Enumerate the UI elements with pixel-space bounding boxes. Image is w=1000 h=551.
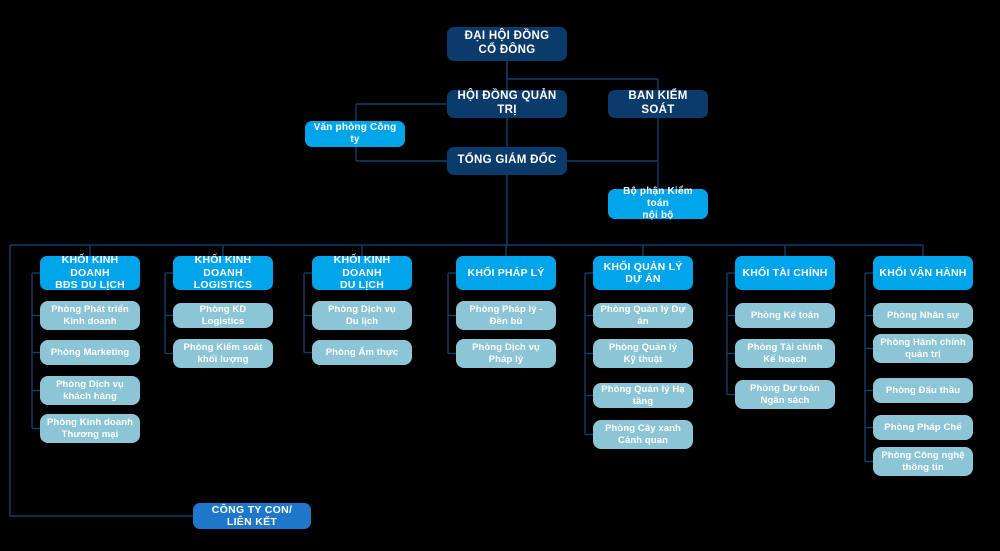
department-logistics-0-label: Phòng KD Logistics (199, 304, 247, 327)
department-van-hanh-3-label: Phòng Pháp Chế (884, 421, 962, 433)
department-quan-ly-du-an-0[interactable]: Phòng Quản lý Dự án (593, 303, 693, 328)
node-cong-ty-con-lien-ket-label: CÔNG TY CON/ LIÊN KẾT (211, 503, 293, 528)
division-header-phap-ly[interactable]: KHỐI PHÁP LÝ (456, 256, 556, 290)
department-van-hanh-4-label: Phòng Công nghệ thông tin (881, 450, 965, 473)
department-van-hanh-2-label: Phòng Đấu thầu (885, 384, 961, 396)
node-dai-hoi-dong-co-dong[interactable]: ĐẠI HỘI ĐỒNG CỔ ĐÔNG (447, 27, 567, 61)
department-quan-ly-du-an-2-label: Phòng Quản lý Hạ tầng (601, 384, 685, 407)
department-tai-chinh-0-label: Phòng Kế toán (750, 309, 820, 321)
department-phap-ly-0-label: Phòng Pháp lý - Đền bù (469, 304, 543, 327)
department-bds-du-lich-0-label: Phòng Phát triển Kinh doanh (51, 304, 129, 327)
department-bds-du-lich-1-label: Phòng Marketing (50, 346, 130, 358)
node-van-phong-cong-ty[interactable]: Văn phòng Công ty (305, 121, 405, 147)
node-tong-giam-doc[interactable]: TỔNG GIÁM ĐỐC (447, 147, 567, 175)
node-bo-phan-kiem-toan-noi-bo-label: Bộ phận Kiểm toán nội bộ (623, 186, 693, 221)
department-bds-du-lich-0[interactable]: Phòng Phát triển Kinh doanh (40, 301, 140, 330)
department-quan-ly-du-an-1-label: Phòng Quản lý Kỹ thuật (608, 342, 678, 365)
department-du-lich-0-label: Phòng Dịch vụ Du lịch (328, 304, 396, 327)
division-header-du-lich[interactable]: KHỐI KINH DOANH DU LỊCH (312, 254, 412, 292)
department-du-lich-0[interactable]: Phòng Dịch vụ Du lịch (312, 301, 412, 330)
node-hoi-dong-quan-tri-label: HỘI ĐỒNG QUẢN TRỊ (457, 90, 557, 116)
department-van-hanh-0-label: Phòng Nhân sự (886, 309, 960, 321)
department-logistics-0[interactable]: Phòng KD Logistics (173, 303, 273, 328)
department-logistics-1[interactable]: Phòng Kiểm soát khối lượng (173, 339, 273, 368)
node-ban-kiem-soat[interactable]: BAN KIỂM SOÁT (608, 90, 708, 118)
department-bds-du-lich-1[interactable]: Phòng Marketing (40, 340, 140, 365)
node-dai-hoi-dong-co-dong-label: ĐẠI HỘI ĐỒNG CỔ ĐÔNG (464, 30, 550, 56)
department-van-hanh-1[interactable]: Phòng Hành chính quản trị (873, 334, 973, 363)
department-van-hanh-2[interactable]: Phòng Đấu thầu (873, 378, 973, 403)
department-phap-ly-1-label: Phòng Dịch vụ Pháp lý (472, 342, 540, 365)
node-van-phong-cong-ty-label: Văn phòng Công ty (313, 122, 397, 145)
division-header-du-lich-label: KHỐI KINH DOANH DU LỊCH (333, 254, 391, 292)
department-tai-chinh-2[interactable]: Phòng Dự toán Ngân sách (735, 380, 835, 409)
node-bo-phan-kiem-toan-noi-bo[interactable]: Bộ phận Kiểm toán nội bộ (608, 186, 708, 221)
department-tai-chinh-0[interactable]: Phòng Kế toán (735, 303, 835, 328)
department-tai-chinh-1[interactable]: Phòng Tài chính Kế hoạch (735, 339, 835, 368)
node-tong-giam-doc-label: TỔNG GIÁM ĐỐC (457, 154, 557, 167)
division-header-tai-chinh-label: KHỐI TÀI CHÍNH (742, 266, 828, 279)
department-van-hanh-3[interactable]: Phòng Pháp Chế (873, 415, 973, 440)
node-hoi-dong-quan-tri[interactable]: HỘI ĐỒNG QUẢN TRỊ (447, 90, 567, 118)
department-logistics-1-label: Phòng Kiểm soát khối lượng (183, 342, 263, 365)
department-phap-ly-0[interactable]: Phòng Pháp lý - Đền bù (456, 301, 556, 330)
node-ban-kiem-soat-label: BAN KIỂM SOÁT (628, 90, 688, 116)
division-header-quan-ly-du-an[interactable]: KHỐI QUẢN LÝ DỰ ÁN (593, 256, 693, 290)
department-bds-du-lich-3-label: Phòng Kinh doanh Thương mại (46, 417, 134, 440)
node-cong-ty-con-lien-ket[interactable]: CÔNG TY CON/ LIÊN KẾT (193, 503, 311, 529)
division-header-logistics-label: KHỐI KINH DOANH LOGISTICS (193, 254, 253, 292)
department-du-lich-1-label: Phòng Ẩm thực (325, 346, 399, 358)
department-tai-chinh-2-label: Phòng Dự toán Ngân sách (750, 383, 820, 406)
department-tai-chinh-1-label: Phòng Tài chính Kế hoạch (747, 342, 823, 365)
department-van-hanh-4[interactable]: Phòng Công nghệ thông tin (873, 447, 973, 476)
department-quan-ly-du-an-1[interactable]: Phòng Quản lý Kỹ thuật (593, 339, 693, 368)
department-bds-du-lich-2-label: Phòng Dịch vụ khách hàng (56, 379, 124, 402)
department-phap-ly-1[interactable]: Phòng Dịch vụ Pháp lý (456, 339, 556, 368)
division-header-bds-du-lich[interactable]: KHỐI KINH DOANH BĐS DU LỊCH (40, 254, 140, 292)
department-quan-ly-du-an-2[interactable]: Phòng Quản lý Hạ tầng (593, 383, 693, 408)
department-bds-du-lich-2[interactable]: Phòng Dịch vụ khách hàng (40, 376, 140, 405)
division-header-tai-chinh[interactable]: KHỐI TÀI CHÍNH (735, 256, 835, 290)
department-quan-ly-du-an-0-label: Phòng Quản lý Dự án (600, 304, 686, 327)
division-header-phap-ly-label: KHỐI PHÁP LÝ (467, 266, 545, 279)
division-header-van-hanh[interactable]: KHỐI VẬN HÀNH (873, 256, 973, 290)
division-header-bds-du-lich-label: KHỐI KINH DOANH BĐS DU LỊCH (55, 254, 125, 292)
department-du-lich-1[interactable]: Phòng Ẩm thực (312, 340, 412, 365)
department-quan-ly-du-an-3-label: Phòng Cây xanh Cảnh quan (605, 423, 681, 446)
department-quan-ly-du-an-3[interactable]: Phòng Cây xanh Cảnh quan (593, 420, 693, 449)
department-van-hanh-1-label: Phòng Hành chính quản trị (880, 337, 966, 360)
division-header-van-hanh-label: KHỐI VẬN HÀNH (879, 266, 967, 279)
division-header-quan-ly-du-an-label: KHỐI QUẢN LÝ DỰ ÁN (603, 260, 683, 285)
department-bds-du-lich-3[interactable]: Phòng Kinh doanh Thương mại (40, 414, 140, 443)
department-van-hanh-0[interactable]: Phòng Nhân sự (873, 303, 973, 328)
division-header-logistics[interactable]: KHỐI KINH DOANH LOGISTICS (173, 254, 273, 292)
